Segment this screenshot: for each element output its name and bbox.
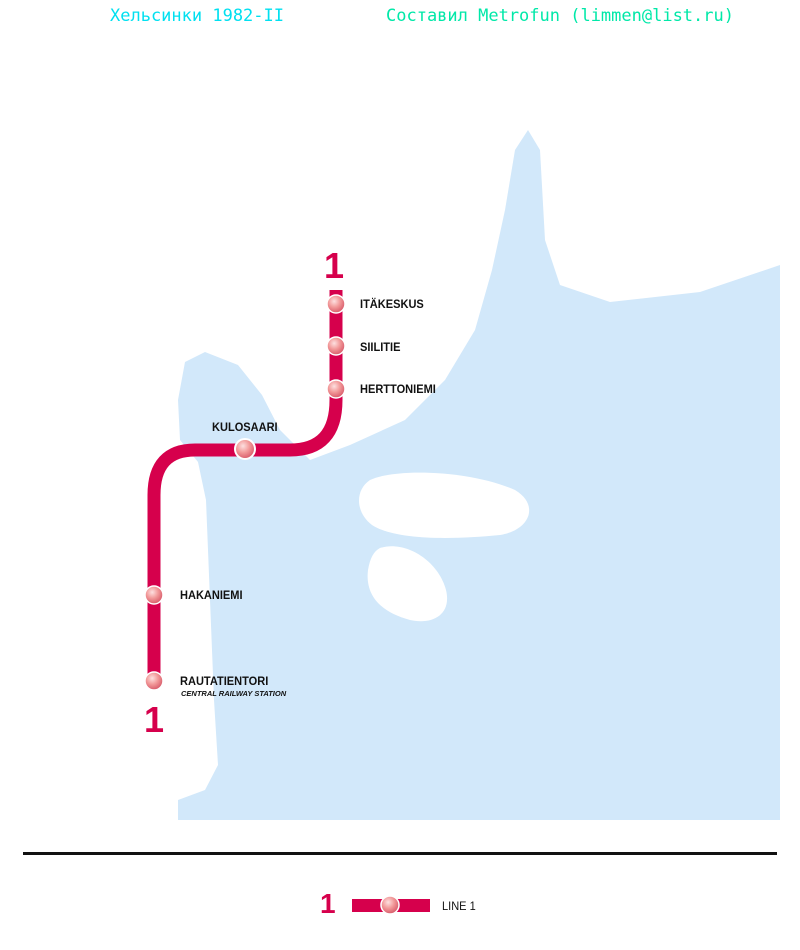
line-number-south: 1 <box>144 699 165 740</box>
station-label: SIILITIE <box>360 340 401 354</box>
station-markers <box>144 294 346 691</box>
station-siilitie[interactable] <box>326 336 346 356</box>
metro-line-1 <box>147 290 343 682</box>
station-label: HERTTONIEMI <box>360 382 436 396</box>
station-herttoniemi[interactable] <box>326 379 346 399</box>
legend-label: LINE 1 <box>442 899 476 913</box>
station-kulosaari[interactable] <box>234 438 256 460</box>
line-number-north: 1 <box>324 245 345 286</box>
station-hakaniemi[interactable] <box>144 585 164 605</box>
station-label: RAUTATIENTORI <box>180 674 269 688</box>
station-sublabel: CENTRAL RAILWAY STATION <box>181 689 287 698</box>
divider <box>23 852 777 855</box>
station-itakeskus[interactable] <box>326 294 346 314</box>
island <box>367 546 448 622</box>
legend-station-icon <box>380 895 400 915</box>
island <box>358 472 530 538</box>
map-credit: Составил Metrofun (limmen@list.ru) <box>386 6 734 26</box>
station-label: HAKANIEMI <box>180 588 243 602</box>
station-label: KULOSAARI <box>212 420 278 434</box>
map-title: Хельсинки 1982-II <box>110 6 284 26</box>
legend-line-number: 1 <box>320 888 336 919</box>
water-area <box>178 130 780 820</box>
station-label: ITÄKESKUS <box>360 297 424 311</box>
station-rautatientori[interactable] <box>144 671 164 691</box>
